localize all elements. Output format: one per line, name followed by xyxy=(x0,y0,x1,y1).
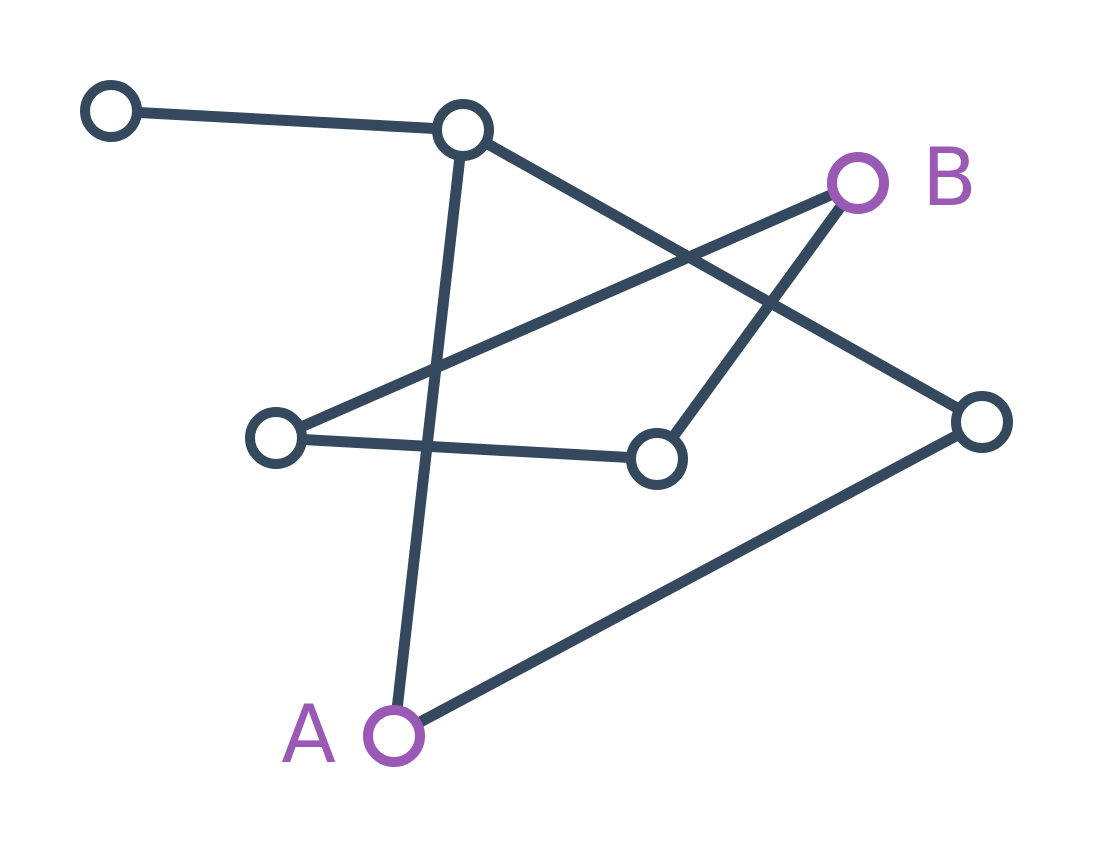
node-n4 xyxy=(245,407,307,469)
edge-b-n5 xyxy=(651,177,864,465)
edge-b-n4 xyxy=(270,177,864,444)
node-a xyxy=(363,705,425,767)
node-n1 xyxy=(80,80,142,142)
edge-n4-n5 xyxy=(270,432,663,465)
edge-n6-a xyxy=(388,416,988,742)
node-label-b: B xyxy=(922,131,977,224)
graph-labels: BA xyxy=(281,131,977,781)
node-n5 xyxy=(626,428,688,490)
edge-n1-n2 xyxy=(105,105,469,136)
edge-n2-n6 xyxy=(457,124,988,428)
node-label-a: A xyxy=(281,688,336,781)
node-n2 xyxy=(432,99,494,161)
graph-edges xyxy=(105,105,988,742)
node-b xyxy=(827,152,889,214)
graph-nodes xyxy=(80,80,1013,767)
edge-n2-a xyxy=(388,124,469,742)
node-n6 xyxy=(951,391,1013,453)
